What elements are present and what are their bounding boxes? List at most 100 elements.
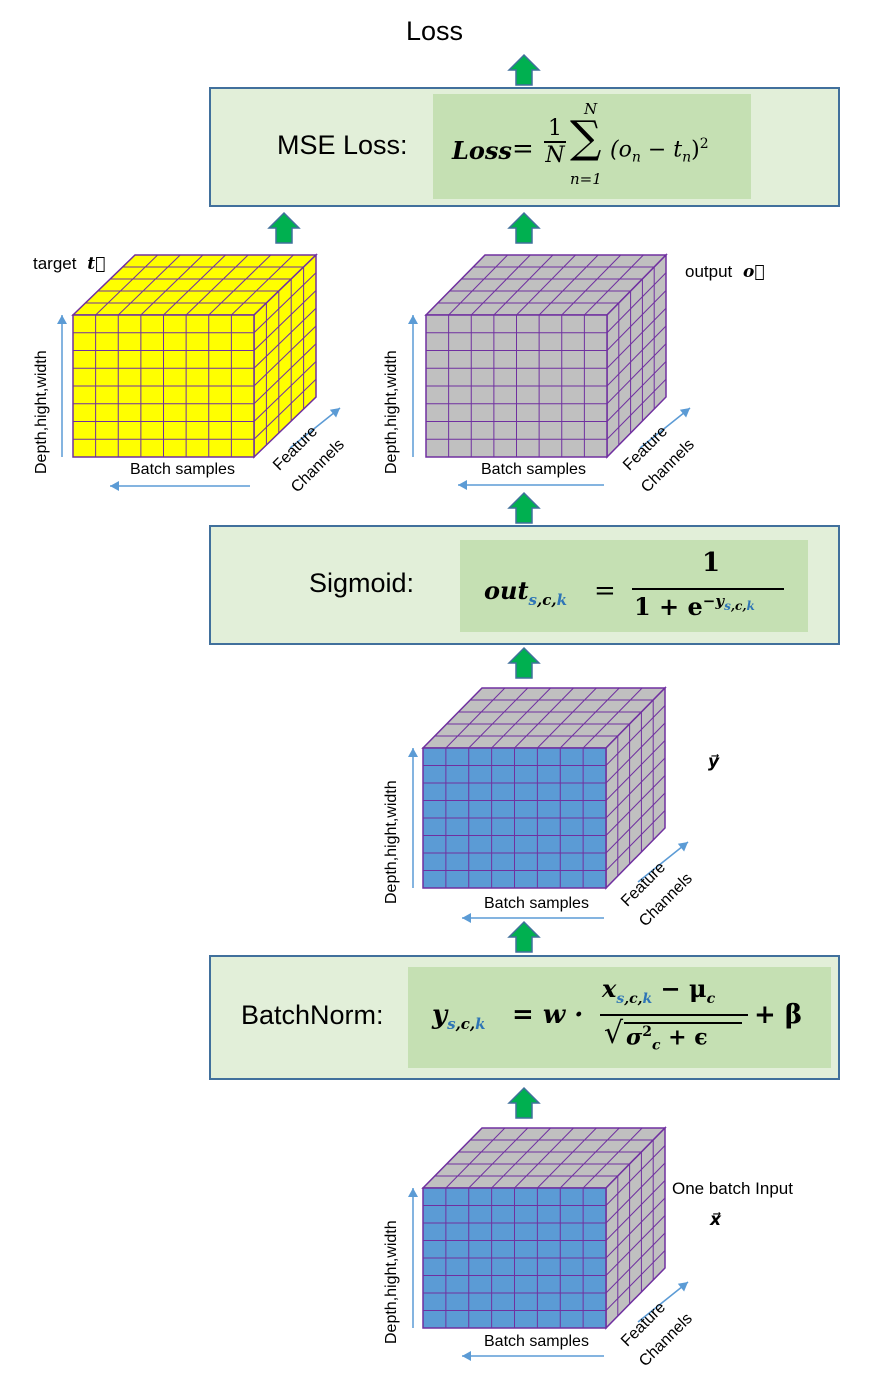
mse-minus: − t <box>640 137 683 163</box>
input-cube-top-face-gridline <box>491 1127 551 1189</box>
mse-close: ) <box>691 137 700 163</box>
mse-frac-den: N <box>545 143 565 168</box>
vertical-axis-arrow-icon-head <box>57 315 67 324</box>
target-cube-side-face-gridline <box>253 361 317 422</box>
output-cube-top-face-gridline <box>538 254 599 316</box>
target-cube-side-face-gridline <box>253 343 317 405</box>
batchnorm-sub-rest: ,c, <box>455 1015 476 1034</box>
mse-eq: = <box>512 134 534 164</box>
batch-axis-arrow-icon-head <box>458 480 467 490</box>
sigmoid-formula-box <box>460 540 808 632</box>
y-cube-top-face-gridline <box>582 687 643 749</box>
mse-sup: 2 <box>699 136 709 152</box>
target-cube-top-face-gridline <box>140 254 204 316</box>
axis-vertical-input: Depth,hight,width <box>383 1220 400 1344</box>
y-cube-top-face-gridline <box>445 687 506 749</box>
mse-lhs: Loss <box>452 136 512 165</box>
batchnorm-sqrt: √ <box>604 1016 624 1051</box>
feature-axis-arrow-icon <box>637 841 689 883</box>
batch-axis-arrow-icon-head <box>462 913 471 923</box>
y-cube-side-face-gridline <box>605 705 666 766</box>
up-arrow-icon <box>507 646 541 679</box>
input-label: One batch Input <box>672 1179 793 1198</box>
input-cube-top-face-gridline <box>445 1127 506 1189</box>
input-cube-side-face-gridline <box>605 1162 666 1224</box>
input-cube-side-face-gridline <box>605 1232 666 1294</box>
up-arrow-icon <box>507 211 541 244</box>
output-cube-side-face-gridline <box>606 290 667 351</box>
up-arrow-icon <box>507 1086 541 1119</box>
vertical-axis-arrow-icon-head <box>408 315 418 324</box>
target-cube-side-face-gridline <box>253 325 317 387</box>
up-arrow-icon <box>507 53 541 86</box>
axis-vertical-target: Depth,hight,width <box>33 350 50 474</box>
batchnorm-frac-line <box>600 1014 748 1016</box>
output-cube-side-face-gridline <box>606 343 667 405</box>
mse-frac-num: 1 <box>544 116 566 143</box>
batchnorm-formula-box <box>408 967 831 1068</box>
sigmoid-formula: outs,c,k = 1 1 + e−ys,c,k <box>484 546 804 628</box>
batchnorm-num-sub-k: k <box>642 990 653 1007</box>
batchnorm-num-rest: − μ <box>652 974 707 1003</box>
batchnorm-tail: + β <box>754 1000 803 1030</box>
mse-body-open: (o <box>610 137 632 163</box>
output-cube-side-face-gridline <box>606 361 667 422</box>
sigmoid-sub-rest: ,c, <box>537 590 557 609</box>
output-cube-top-face-gridline <box>493 254 554 316</box>
y-cube-side-face-gridline <box>605 722 666 784</box>
batchnorm-den-sub: c <box>651 1037 661 1054</box>
vertical-axis-arrow-icon-head <box>408 748 418 757</box>
mse-sum-symbol: ∑ <box>570 112 602 163</box>
batchnorm-num: xs,c,k − μc <box>602 974 715 1007</box>
output-cube-top-face-gridline <box>470 254 531 316</box>
sigmoid-exp-sub-rest: ,c, <box>730 599 747 613</box>
output-cube-top-face-gridline <box>561 254 622 316</box>
axis-batch-y: Batch samples <box>484 895 589 912</box>
batchnorm-label: BatchNorm: <box>241 1000 384 1030</box>
axis-batch-input: Batch samples <box>484 1333 589 1350</box>
y-cube-top-face-gridline <box>468 687 529 749</box>
batchnorm-num-x: x <box>602 974 617 1003</box>
axis-batch-output: Batch samples <box>481 461 586 478</box>
sigmoid-frac-num: 1 <box>702 548 721 578</box>
batchnorm-formula: ys,c,k = w · xs,c,k − μc √ σ2c + ϵ + β <box>432 972 827 1064</box>
output-cube-top-face-gridline <box>448 254 508 316</box>
target-cube-top-face-gridline <box>185 254 249 316</box>
y-cube-side-face-gridline <box>605 775 666 836</box>
batchnorm-den-sigma: σ <box>626 1024 643 1051</box>
mse-sub-n1: n <box>631 149 641 166</box>
mse-sum-top: N <box>584 100 598 118</box>
input-cube-side-face-gridline <box>605 1197 666 1259</box>
target-cube-top-face-gridline <box>208 254 272 316</box>
target-cube-top-face-gridline <box>117 254 181 316</box>
y-cube-top-face-gridline <box>537 687 597 749</box>
axis-vertical-output: Depth,hight,width <box>383 350 400 474</box>
sigmoid-den-pre: 1 + e <box>634 592 703 621</box>
y-cube-top-face-gridline <box>491 687 551 749</box>
target-cube-side-face-gridline <box>253 290 317 351</box>
target-label-text: target <box>33 254 77 273</box>
output-label: output o⃗ <box>685 262 765 282</box>
sigmoid-sub-s: s <box>528 590 537 609</box>
input-cube-side-face-gridline <box>605 1250 666 1311</box>
loss-title: Loss <box>405 16 464 46</box>
output-cube-side-face-gridline <box>606 307 667 369</box>
batchnorm-lhs-text: y <box>432 1000 448 1030</box>
up-arrow-icon <box>267 211 301 244</box>
target-cube-top-face-gridline <box>163 254 226 316</box>
feature-axis-arrow-icon-head <box>329 408 340 418</box>
y-cube-side-face-gridline <box>605 792 666 854</box>
feature-axis-arrow-icon <box>637 1281 689 1323</box>
input-cube-top-face-gridline <box>582 1127 643 1189</box>
target-cube-top-face-gridline <box>95 254 158 316</box>
target-cube-top-face-gridline <box>231 254 294 316</box>
sigmoid-sub-k: k <box>556 590 567 609</box>
input-cube-side-face-gridline <box>605 1215 666 1276</box>
y-cube-top-face-gridline <box>559 687 620 749</box>
sigmoid-exp-sub-s: s <box>724 599 731 613</box>
y-cube-side-face-gridline <box>605 757 666 819</box>
output-cube-top-face-gridline <box>584 254 644 316</box>
batchnorm-sub-s: s <box>447 1015 456 1034</box>
sigmoid-exp-pre: −y <box>702 592 725 610</box>
